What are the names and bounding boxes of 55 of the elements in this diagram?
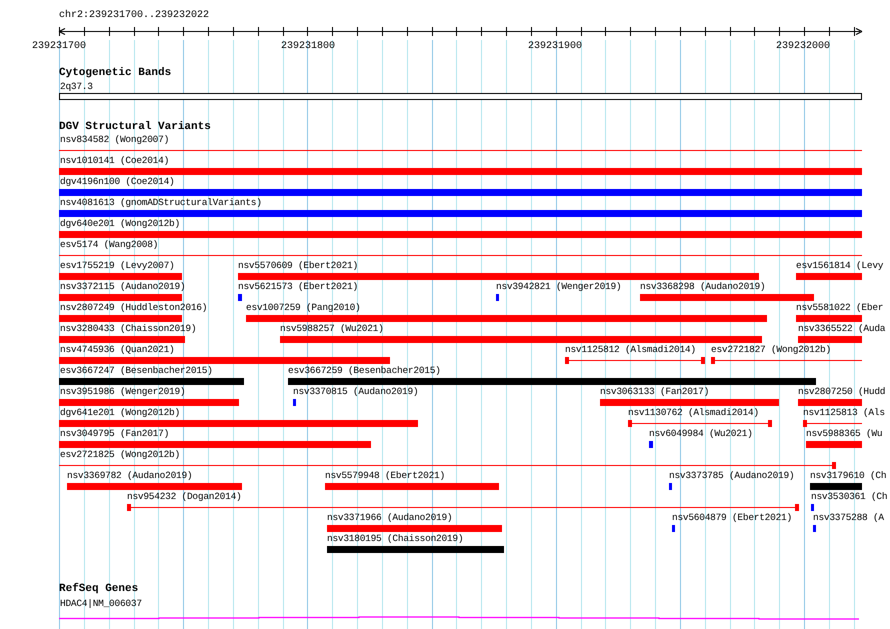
variant-label: esv1561814 (Levy [796, 260, 884, 272]
variant-label: nsv1125813 (Als [803, 407, 885, 419]
variant-label: nsv5621573 (Ebert2021) [238, 281, 358, 293]
variant-label: nsv2807250 (Hudd [798, 386, 886, 398]
variant-label: dgv4196n100 (Coe2014) [60, 176, 174, 188]
variant-label: nsv2807249 (Huddleston2016) [60, 302, 208, 314]
band-label: 2q37.3 [60, 81, 93, 93]
variant-label: esv3667259 (Besenbacher2015) [288, 365, 441, 377]
track-heading: Cytogenetic Bands [59, 67, 172, 79]
tick-label: 239231800 [281, 41, 336, 53]
tick-label: 239232000 [776, 41, 830, 53]
variant-label: nsv3179610 (Ch [810, 470, 886, 482]
variant-label: nsv1125812 (Alsmadi2014) [565, 344, 696, 356]
region-title: chr2:239231700..239232022 [59, 10, 210, 22]
variant-label: nsv5988257 (Wu2021) [280, 323, 384, 335]
variant-label: nsv5581022 (Eber [796, 302, 884, 314]
variant-label: esv2721827 (Wong2012b) [711, 344, 831, 356]
track-heading: DGV Structural Variants [59, 121, 211, 133]
variant-label: nsv3375288 (A [813, 512, 884, 524]
variant-label: nsv4745936 (Quan2021) [60, 344, 174, 356]
variant-label: esv1007259 (Pang2010) [246, 302, 360, 314]
variant-label: nsv1010141 (Coe2014) [60, 155, 170, 167]
variant-label: nsv3530361 (Ch [811, 491, 888, 503]
variant-label: nsv3942821 (Wenger2019) [496, 281, 622, 293]
variant-label: nsv954232 (Dogan2014) [127, 491, 242, 503]
variant-label: nsv3372115 (Audano2019) [60, 281, 186, 293]
variant-label: nsv3280433 (Chaisson2019) [60, 323, 196, 335]
variant-label: nsv3368298 (Audano2019) [640, 281, 766, 293]
variant-label: dgv641e201 (Wong2012b) [60, 407, 180, 419]
variant-label: nsv3369782 (Audano2019) [67, 470, 192, 482]
variant-label: nsv3371966 (Audano2019) [327, 512, 452, 524]
variant-label: dgv640e201 (Wong2012b) [60, 218, 180, 230]
variant-label: esv3667247 (Besenbacher2015) [60, 365, 213, 377]
variant-label: esv5174 (Wang2008) [60, 239, 158, 251]
variant-label: nsv5579948 (Ebert2021) [325, 470, 445, 482]
variant-label: nsv1130762 (Alsmadi2014) [628, 407, 759, 419]
variant-label: esv2721825 (Wong2012b) [60, 449, 180, 461]
tick-label: 239231900 [528, 41, 582, 53]
variant-label: nsv834582 (Wong2007) [60, 134, 170, 146]
variant-label: nsv3049795 (Fan2017) [60, 428, 170, 440]
track-heading: RefSeq Genes [59, 583, 138, 595]
tick-label: 239231700 [32, 41, 86, 53]
variant-label: nsv5988365 (Wu [806, 428, 882, 440]
gene-label: HDAC4|NM_006037 [60, 598, 142, 610]
variant-label: nsv5570609 (Ebert2021) [238, 260, 358, 272]
variant-label: nsv3063133 (Fan2017) [600, 386, 710, 398]
variant-label: nsv4081613 (gnomADStructuralVariants) [60, 197, 262, 209]
variant-label: nsv3370815 (Audano2019) [293, 386, 418, 398]
variant-label: nsv5604879 (Ebert2021) [672, 512, 792, 524]
variant-label: nsv3365522 (Auda [798, 323, 886, 335]
variant-label: nsv6049984 (Wu2021) [649, 428, 753, 440]
variant-label: nsv3180195 (Chaisson2019) [327, 533, 464, 545]
variant-label: nsv3373785 (Audano2019) [669, 470, 794, 482]
variant-label: esv1755219 (Levy2007) [60, 260, 174, 272]
variant-label: nsv3951986 (Wenger2019) [60, 386, 186, 398]
